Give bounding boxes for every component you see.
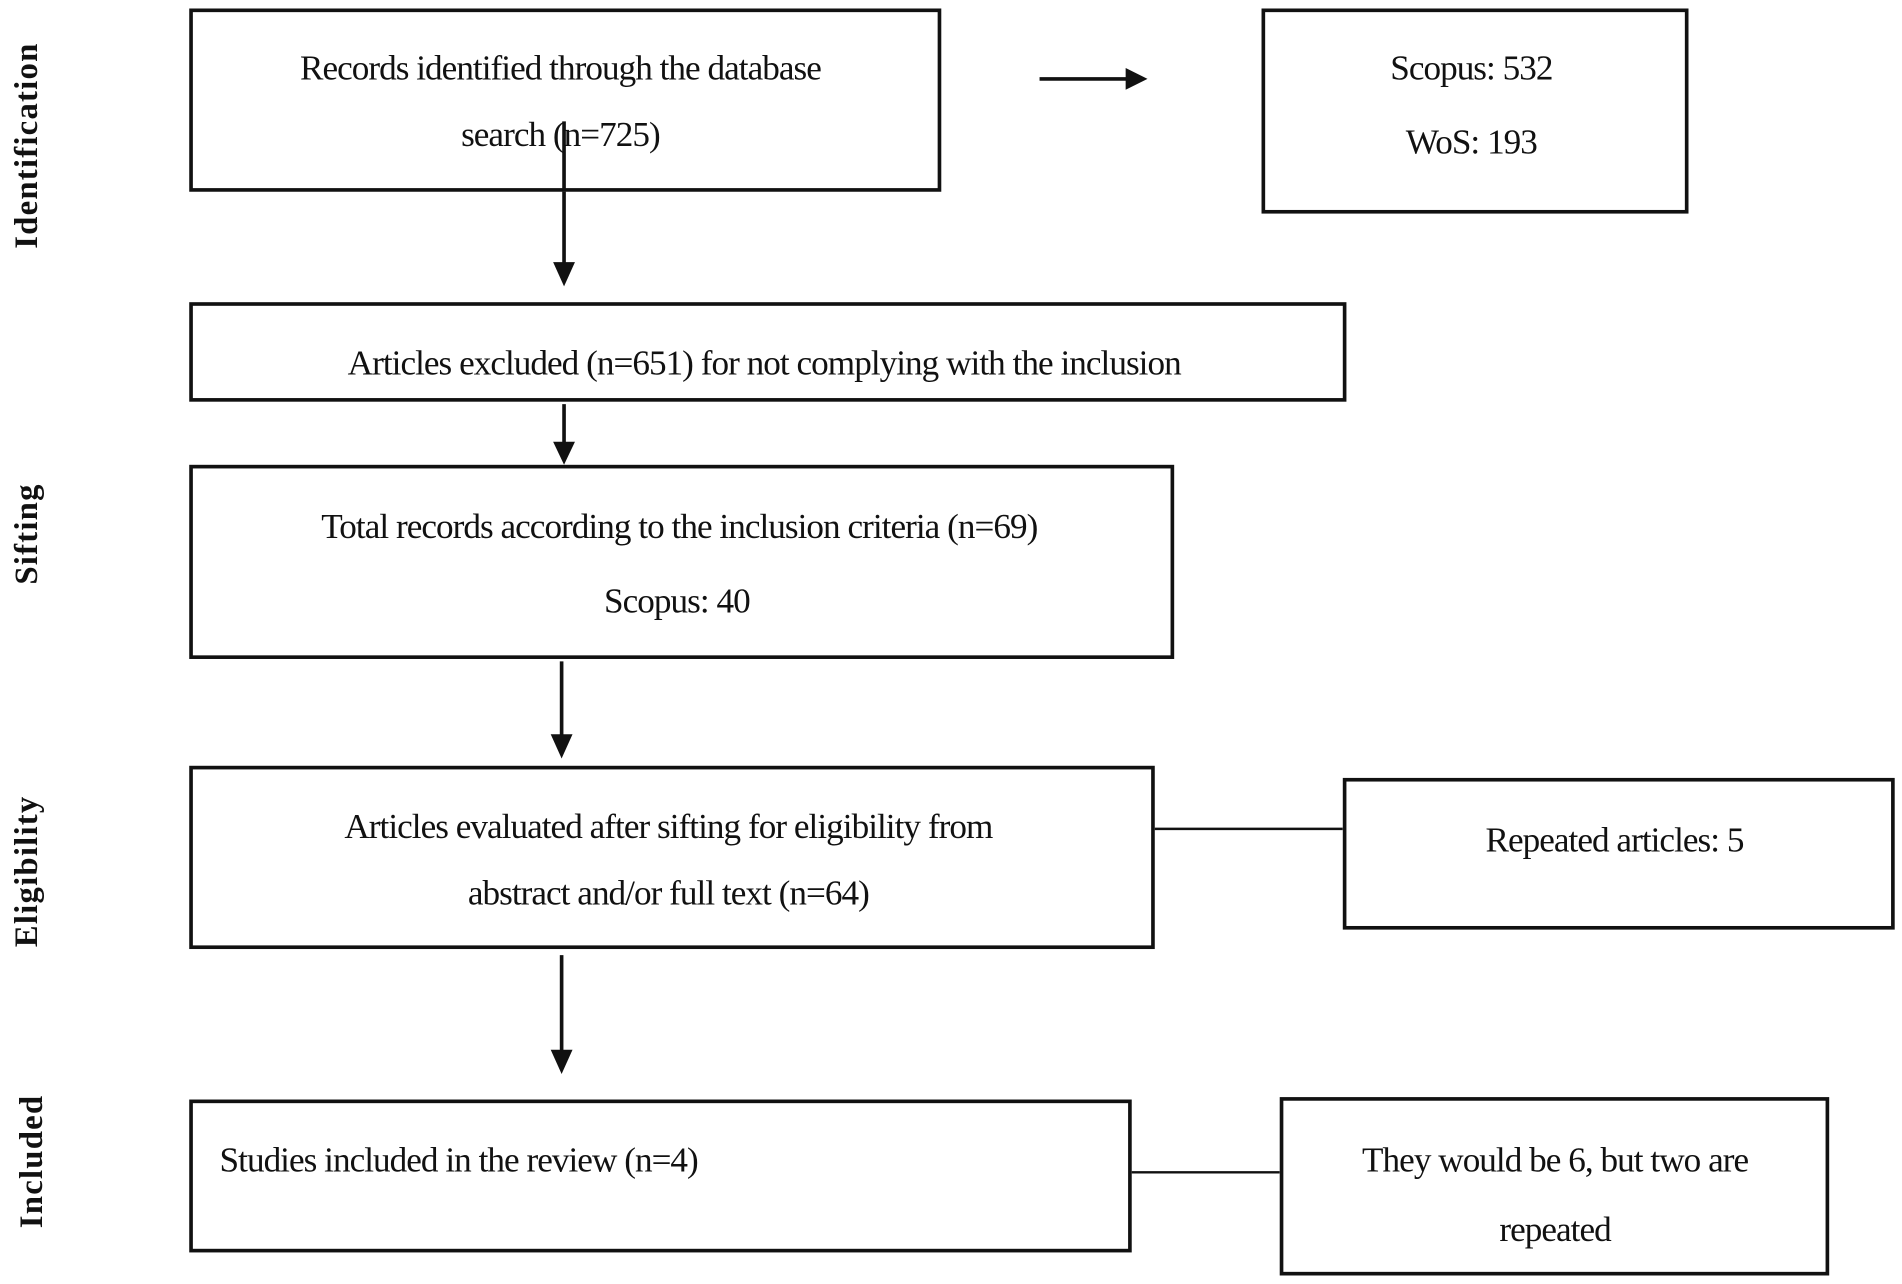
box-text: Scopus: 532: [1390, 49, 1553, 88]
box-text: Repeated articles: 5: [1485, 821, 1745, 860]
articles-excluded-box: [189, 302, 1347, 402]
box-text: WoS: 193: [1405, 123, 1538, 163]
arrow-head: [553, 441, 575, 465]
box-text: Articles excluded (n=651) for not comply…: [347, 344, 1182, 383]
articles-evaluated-box: [189, 765, 1155, 950]
repeated-articles-box: [1342, 777, 1895, 930]
box-text: They would be 6, but two are: [1362, 1141, 1749, 1181]
studies-included-box: [189, 1099, 1132, 1253]
total-records-box: [189, 464, 1175, 659]
sources-box: [1261, 8, 1689, 214]
box-text: search (n=725): [461, 115, 661, 155]
arrow-head: [1125, 67, 1148, 90]
box-text: Studies included in the review (n=4): [219, 1141, 699, 1181]
arrow-head: [550, 734, 573, 759]
box-text: Records identified through the database: [299, 49, 822, 88]
box-text: abstract and/or full text (n=64): [467, 874, 870, 914]
arrow-head: [550, 1049, 573, 1075]
box-text: repeated: [1499, 1210, 1611, 1250]
box-text: Scopus: 40: [604, 581, 751, 621]
box-text: Articles evaluated after sifting for eli…: [344, 807, 993, 847]
arrow-head: [553, 262, 575, 287]
note-box: [1279, 1097, 1830, 1276]
box-text: Total records according to the inclusion…: [321, 507, 1038, 547]
